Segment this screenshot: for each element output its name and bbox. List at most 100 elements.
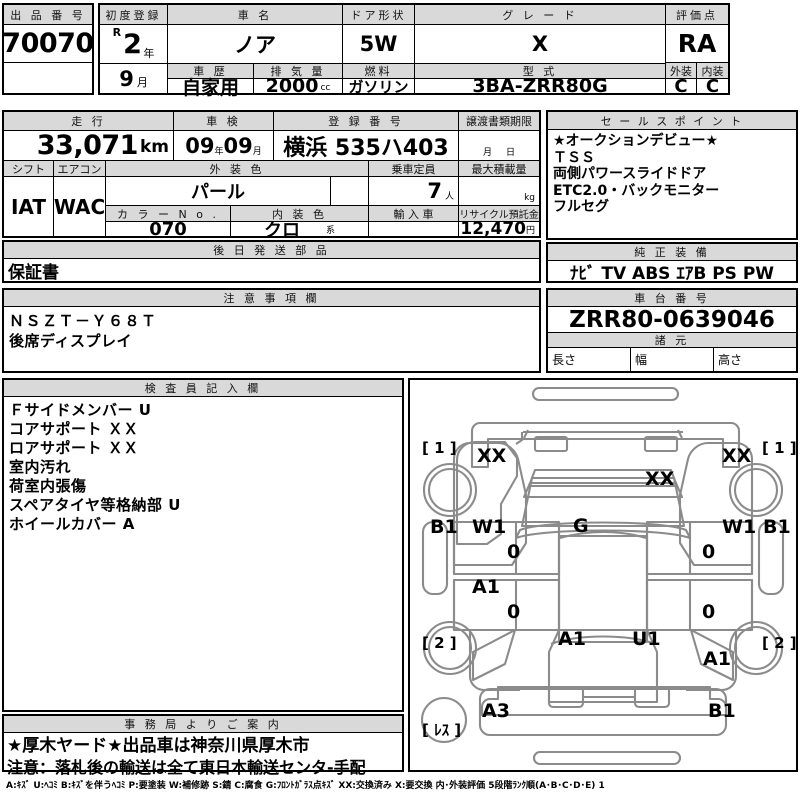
notes-line: 後席ディスプレイ [9, 332, 132, 350]
registration-no-header: 登 録 番 号 [274, 112, 459, 131]
inspector-line: 荷室内張傷 [9, 477, 87, 495]
transfer-day-unit: 日 [506, 148, 516, 158]
month-value: 9 [119, 66, 134, 91]
displacement-header: 排 気 量 [254, 63, 343, 79]
car-history-value: 自家用 [168, 77, 254, 99]
genuine-equipment-value: ﾅﾋﾞ TV ABS ｴｱB PS PW [569, 263, 775, 284]
shaken-value-cell: 09 年 09 月 [174, 131, 274, 161]
exterior-color-value: パール [106, 177, 331, 206]
registration-no-value: 横浜 535ハ403 [274, 131, 459, 161]
damage-mark-left-front-door-zero: 0 [507, 541, 520, 563]
first-registration-month: 9 月 [100, 63, 168, 93]
lot-number-sub [4, 63, 92, 93]
genuine-equipment-header: 純 正 装 備 [548, 244, 796, 261]
damage-mark-spare-bracket: [ ﾚｽ ] [422, 721, 461, 739]
damage-mark-left-front-door: W1 [472, 516, 506, 538]
vehicle-identity-box: 初度登録 R 2 年 9 月 車 名 ノア 車 歴 自家用 排 気 量 2000… [98, 3, 730, 99]
shaken-month: 09 [223, 133, 253, 158]
notes-header: 注 意 事 項 欄 [4, 290, 539, 307]
damage-mark-rear-bumper-right: B1 [708, 700, 736, 722]
model-code-header: 型 式 [415, 63, 666, 79]
chassis-no-value: ZRR80-0639046 [548, 307, 796, 333]
vehicle-details-box: 走 行 33,071 km 車 検 09 年 09 月 登 録 番 号 横浜 5… [2, 110, 541, 241]
rating-header: 評価点 [666, 5, 728, 25]
exterior-color-header: 外 装 色 [106, 161, 369, 177]
damage-mark-right-front-mirror: B1 [763, 516, 791, 538]
dimension-length: 長さ [548, 348, 631, 371]
notes-box: 注 意 事 項 欄 ＮＳＺＴ－Ｙ６８Ｔ 後席ディスプレイ [2, 288, 541, 373]
damage-mark-rear-left-bracket: [ 2 ] [422, 634, 457, 652]
month-unit: 月 [136, 76, 148, 89]
damage-mark-front-left-bracket: [ 1 ] [422, 439, 457, 457]
car-name-value: ノア [168, 25, 343, 63]
later-parts-header: 後 日 発 送 部 品 [4, 242, 539, 259]
grade-value: X [415, 25, 666, 63]
displacement-value: 2000 [265, 75, 319, 97]
era-label: R [112, 26, 122, 39]
sales-point-line: フルセグ [553, 199, 609, 215]
office-notice-line: ★厚木ヤード★出品車は神奈川県厚木市 [7, 736, 310, 756]
office-notice-box: 事 務 局 よ り ご 案 内 ★厚木ヤード★出品車は神奈川県厚木市 注意：落札… [2, 714, 404, 777]
damage-mark-front-right-bracket: [ 1 ] [762, 439, 796, 457]
exterior-color-extra [331, 177, 369, 206]
capacity-header: 乗車定員 [369, 161, 459, 177]
lot-number-header: 出 品 番 号 [4, 5, 92, 25]
inspector-box: 検 査 員 記 入 欄 Ｆサイドメンバー U コアサポート ＸＸ ロアサポート … [2, 378, 404, 712]
genuine-equipment-box: 純 正 装 備 ﾅﾋﾞ TV ABS ｴｱB PS PW [546, 242, 798, 284]
displacement-unit: cc [320, 83, 331, 93]
damage-mark-right-front-door-zero: 0 [702, 541, 715, 563]
fuel-value: ガソリン [343, 78, 415, 96]
rating-value: RA [666, 25, 728, 63]
sales-points-box: セ ー ル ス ポ イ ン ト ★オークションデビュー★ ＴＳＳ 両側パワースラ… [546, 110, 798, 240]
lot-number-box: 出 品 番 号 70070 [2, 3, 94, 95]
damage-mark-right-front-door: W1 [722, 516, 756, 538]
sales-point-line: ETC2.0・バックモニター [553, 182, 720, 199]
recycle-unit: 円 [525, 226, 535, 236]
dimension-height: 高さ [718, 353, 743, 367]
exterior-rating-header: 外装 [666, 63, 697, 79]
sales-point-line: ★オークションデビュー★ [553, 133, 719, 149]
dimension-width: 幅 [631, 348, 714, 371]
fuel-header: 燃料 [343, 63, 415, 79]
shaken-header: 車 検 [174, 112, 274, 131]
sales-points-list: ★オークションデビュー★ ＴＳＳ 両側パワースライドドア ETC2.0・バックモ… [548, 131, 796, 237]
interior-rating-value: C [705, 75, 720, 97]
car-damage-diagram: [ 1 ][ 1 ][ 2 ][ 2 ][ ﾚｽ ]XXXXXXGW10W10B… [420, 386, 796, 766]
shift-header: シフト [4, 161, 54, 177]
transfer-doc-header: 譲渡書類期限 [459, 112, 539, 131]
door-shape-value: 5W [343, 25, 415, 63]
color-no-header: カ ラ ー N o . [106, 206, 231, 222]
interior-color-header: 内 装 色 [231, 206, 369, 222]
dimensions-header: 諸 元 [548, 333, 796, 348]
notes-line: ＮＳＺＴ－Ｙ６８Ｔ [9, 312, 158, 330]
damage-mark-front-right-fender: XX [722, 445, 752, 467]
aircon-header: エアコン [54, 161, 106, 177]
first-registration-year: R 2 年 [100, 25, 168, 63]
shift-value: IAT [4, 177, 54, 236]
capacity-value: 7 [427, 179, 442, 203]
model-code-value: 3BA-ZRR80G [415, 75, 666, 97]
sales-point-line: ＴＳＳ [553, 149, 595, 166]
transfer-month-unit: 月 [482, 148, 492, 158]
inspector-list: Ｆサイドメンバー U コアサポート ＸＸ ロアサポート ＸＸ 室内汚れ 荷室内張… [4, 399, 402, 710]
office-notice-header: 事 務 局 よ り ご 案 内 [4, 716, 402, 733]
transfer-doc-value: 月 日 [459, 131, 539, 161]
max-load-header: 最大積載量 [459, 161, 539, 177]
first-registration-header: 初度登録 [100, 5, 168, 25]
office-notice-line: 注意：落札後の輸送は全て東日本輸送センタ-手配 [7, 758, 366, 777]
later-parts-value: 保証書 [8, 262, 59, 283]
damage-mark-rear-bumper-left: A3 [482, 700, 510, 722]
lot-number-value: 70070 [2, 25, 94, 63]
interior-color-suffix: 系 [325, 226, 335, 236]
door-shape-header: ドア形状 [343, 5, 415, 25]
capacity-unit: 人 [444, 192, 454, 202]
inspector-line: ロアサポート ＸＸ [9, 439, 139, 457]
shaken-year: 09 [185, 133, 215, 158]
year-unit: 年 [143, 47, 155, 60]
max-load-value-cell: kg [459, 177, 539, 206]
later-parts-box: 後 日 発 送 部 品 保証書 [2, 240, 541, 283]
mileage-value-cell: 33,071 km [4, 130, 174, 161]
year-value: 2 [123, 28, 142, 60]
